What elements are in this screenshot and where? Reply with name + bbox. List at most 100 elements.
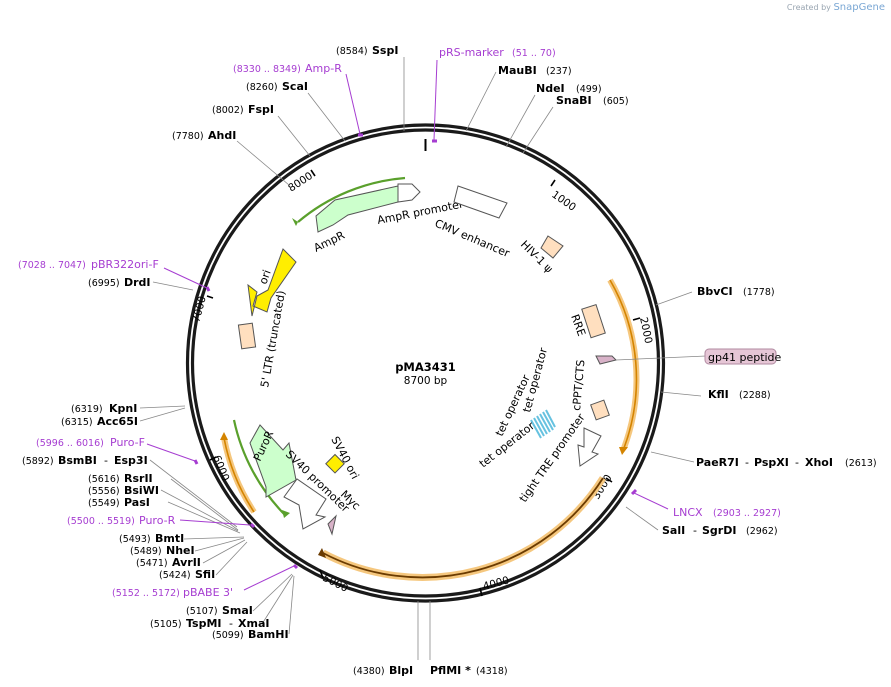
tick-2000: 2000 <box>637 316 654 345</box>
fspi-pos: (8002) <box>212 105 244 116</box>
blpi-name[interactable]: BlpI <box>389 664 413 677</box>
bsmbi-name[interactable]: BsmBI <box>58 454 97 467</box>
nhei-pos: (5489) <box>130 546 162 557</box>
bamhi-pos: (5099) <box>212 630 244 641</box>
pbabe-primer-pos: (5152 .. 5172) <box>112 588 180 599</box>
primer-labels: pRS-marker (51 .. 70) (8330 .. 8349) Amp… <box>18 46 781 599</box>
xmai-name[interactable]: XmaI <box>238 617 269 630</box>
maubi-name[interactable]: MauBI <box>498 64 537 77</box>
ahdi-name[interactable]: AhdI <box>208 129 236 142</box>
backbone-outer <box>185 123 666 603</box>
branding-prefix: Created by <box>786 3 831 12</box>
snabi-pos: (605) <box>603 96 629 107</box>
sspi-name[interactable]: SspI <box>372 44 398 57</box>
sspi-pos: (8584) <box>336 46 368 57</box>
pspxi-name[interactable]: PspXI <box>754 456 789 469</box>
orf-right-track <box>607 278 640 450</box>
pbr322-primer-name[interactable]: pBR322ori-F <box>91 258 159 271</box>
orf-right-line <box>609 279 638 449</box>
myc-feature[interactable] <box>327 514 337 536</box>
bmti-pos: (5493) <box>119 534 151 545</box>
pbr322-primer-pos: (7028 .. 7047) <box>18 260 86 271</box>
cppt-feature[interactable] <box>590 399 610 421</box>
orf-left-arrowhead <box>220 432 228 440</box>
sali-sep: - <box>693 524 697 537</box>
kfli-name[interactable]: KflI <box>708 388 729 401</box>
tspmi-name[interactable]: TspMI <box>186 617 222 630</box>
sali-name[interactable]: SalI <box>662 524 685 537</box>
sv40-promoter-feature[interactable] <box>283 478 327 530</box>
snapgene-logo: SnapGene <box>833 2 885 13</box>
sv40-ori-feature[interactable] <box>325 453 345 474</box>
lncx-primer-pos: (2903 .. 2927) <box>713 508 781 519</box>
puror-feature[interactable] <box>249 424 297 498</box>
ori-feature[interactable] <box>247 248 297 317</box>
prs-marker-name[interactable]: pRS-marker <box>439 46 504 59</box>
bsmbi-pos: (5892) <box>22 456 54 467</box>
snapgene-branding: Created by SnapGene <box>787 2 885 13</box>
tre-promoter-feature[interactable] <box>577 427 602 467</box>
bsiwi-name[interactable]: BsiWI <box>124 484 159 497</box>
pflmi-pos: (4318) <box>476 666 508 677</box>
sfii-name[interactable]: SfiI <box>195 568 215 581</box>
puror-primer-pos: (5500 .. 5519) <box>67 516 135 527</box>
pflmi-name[interactable]: PflMI * <box>430 664 471 677</box>
tick-1000: 1000 <box>549 189 578 214</box>
esp3i-name[interactable]: Esp3I <box>114 454 148 467</box>
cppt-label: cPPT/CTS <box>570 359 587 411</box>
puror-orf-track <box>232 419 286 516</box>
orf-bottom-arrowhead <box>318 548 326 558</box>
blpi-pos: (4380) <box>353 666 385 677</box>
lncx-primer-name[interactable]: LNCX <box>673 506 703 519</box>
puror-orf-arrowhead <box>282 510 290 518</box>
pasi-name[interactable]: PasI <box>124 496 150 509</box>
scai-pos: (8260) <box>246 82 278 93</box>
ampr-feature[interactable] <box>315 185 399 233</box>
fspi-name[interactable]: FspI <box>248 103 274 116</box>
ndei-name[interactable]: NdeI <box>536 82 565 95</box>
drdi-name[interactable]: DrdI <box>124 276 151 289</box>
orf-bottom-line <box>322 477 604 579</box>
site-labels: (8584) SspI MauBI (237) NdeI (499) SnaBI… <box>22 44 877 677</box>
kpni-name[interactable]: KpnI <box>109 402 137 415</box>
paer7i-pos: (2613) <box>845 458 877 469</box>
hiv-psi-feature[interactable] <box>540 235 564 259</box>
ampr-primer-pos: (8330 .. 8349) <box>233 64 301 75</box>
ampr-primer-name[interactable]: Amp-R <box>305 62 342 75</box>
nhei-name[interactable]: NheI <box>166 544 195 557</box>
puror-primer-name[interactable]: Puro-R <box>139 514 176 527</box>
rre-feature[interactable] <box>581 303 606 339</box>
scai-name[interactable]: ScaI <box>282 80 308 93</box>
bbvci-name[interactable]: BbvCI <box>697 285 733 298</box>
prs-marker-pos: (51 .. 70) <box>512 48 556 59</box>
pbabe-primer-name[interactable]: pBABE 3' <box>183 586 233 599</box>
paer7i-sep2: - <box>795 456 799 469</box>
ampr-promoter-feature[interactable] <box>397 183 421 203</box>
kfli-pos: (2288) <box>739 390 771 401</box>
sfii-pos: (5424) <box>159 570 191 581</box>
xhoi-name[interactable]: XhoI <box>805 456 833 469</box>
bmti-name[interactable]: BmtI <box>155 532 184 545</box>
ltr-feature[interactable] <box>237 322 257 350</box>
ahdi-pos: (7780) <box>172 131 204 142</box>
bamhi-name[interactable]: BamHI <box>248 628 289 641</box>
orf-right-arrowhead <box>619 447 628 455</box>
purof-primer-name[interactable]: Puro-F <box>110 436 145 449</box>
cmv-enhancer-feature[interactable] <box>453 185 508 219</box>
gp41-feature[interactable] <box>595 355 617 365</box>
smai-name[interactable]: SmaI <box>222 604 253 617</box>
sgrdi-name[interactable]: SgrDI <box>702 524 736 537</box>
rsrii-name[interactable]: RsrII <box>124 472 153 485</box>
snabi-name[interactable]: SnaBI <box>556 94 592 107</box>
avrii-pos: (5471) <box>136 558 168 569</box>
acc65i-name[interactable]: Acc65I <box>97 415 138 428</box>
paer7i-name[interactable]: PaeR7I <box>696 456 739 469</box>
avrii-name[interactable]: AvrII <box>172 556 201 569</box>
acc65i-pos: (6315) <box>61 417 93 428</box>
ampr-orf-arrowhead <box>292 218 298 226</box>
tspmi-sep: - <box>229 617 233 630</box>
tet-operator-block[interactable] <box>530 409 556 439</box>
ampr-orf-track <box>297 176 406 223</box>
primer-marks <box>193 133 638 570</box>
